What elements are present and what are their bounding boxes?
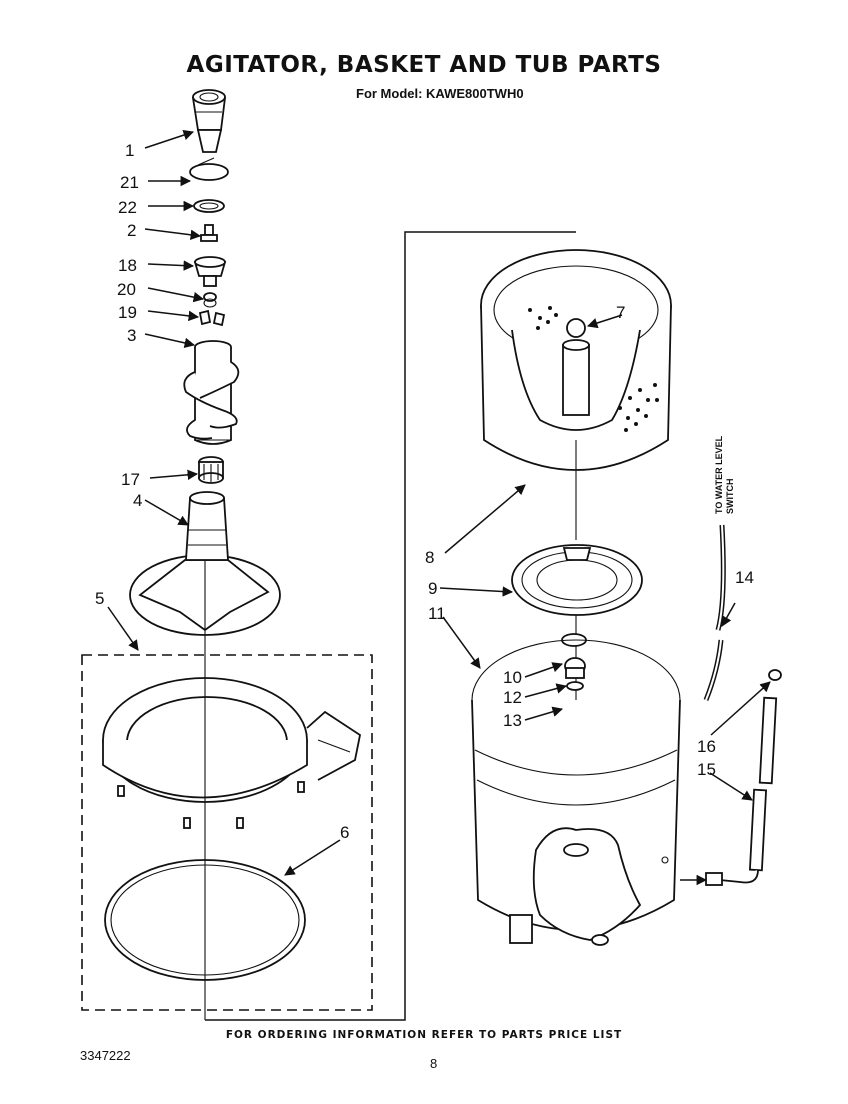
callout-18: 18 [118, 256, 137, 275]
part-drive-hub [511, 544, 643, 616]
callout-3: 3 [127, 326, 136, 345]
callout-15: 15 [697, 760, 716, 779]
part-dog-19 [198, 309, 226, 327]
callout-14: 14 [735, 568, 754, 587]
svg-text:TO WATER LEVEL: TO WATER LEVEL [714, 435, 724, 514]
callout-16: 16 [697, 737, 716, 756]
document-number: 3347222 [80, 1048, 131, 1063]
callout-17: 17 [121, 470, 140, 489]
callout-13: 13 [503, 711, 522, 730]
callout-6: 6 [340, 823, 349, 842]
ordering-info-note: FOR ORDERING INFORMATION REFER TO PARTS … [225, 1029, 623, 1041]
callout-11: 11 [428, 604, 446, 623]
basket-perforations [528, 306, 659, 432]
part-seal-22 [193, 199, 225, 213]
callout-8: 8 [425, 548, 434, 567]
callout-21: 21 [120, 173, 139, 192]
callout-5: 5 [95, 589, 104, 608]
part-tub-ring [102, 677, 362, 829]
callout-12: 12 [503, 688, 522, 707]
dashed-group-box [81, 654, 373, 1011]
page-number: 8 [430, 1056, 438, 1071]
callout-22: 22 [118, 198, 137, 217]
assembly-bracket [205, 231, 576, 1021]
part-agitator-cap [191, 89, 227, 153]
callouts: 1 21 22 2 18 20 19 3 17 4 5 6 7 8 9 11 1… [95, 130, 771, 876]
callout-20: 20 [117, 280, 136, 299]
part-nut-12 [566, 681, 584, 691]
callout-4: 4 [133, 491, 142, 510]
part-basket [480, 249, 672, 471]
callout-9: 9 [428, 579, 437, 598]
part-bolt-2 [200, 224, 218, 242]
part-spring-20 [203, 292, 217, 308]
callout-19: 19 [118, 303, 137, 322]
part-tub [471, 639, 681, 946]
part-tube-16 [758, 669, 782, 785]
part-clutch-17 [198, 456, 224, 484]
callout-2: 2 [127, 221, 136, 240]
callout-10: 10 [503, 668, 522, 687]
part-cam-18 [193, 256, 227, 287]
hose-inner-line [705, 524, 725, 701]
callout-1: 1 [125, 141, 134, 160]
part-agitator-base [129, 491, 281, 636]
side-label-water-level: TO WATER LEVEL SWITCH [714, 435, 735, 514]
part-tube-15 [705, 788, 768, 886]
svg-text:SWITCH: SWITCH [725, 479, 735, 515]
callout-7: 7 [616, 303, 625, 322]
part-agitator-barrel [183, 340, 240, 445]
page-title: AGITATOR, BASKET AND TUB PARTS [186, 52, 662, 78]
part-ring-21 [189, 157, 229, 181]
model-subtitle: For Model: KAWE800TWH0 [356, 86, 524, 101]
